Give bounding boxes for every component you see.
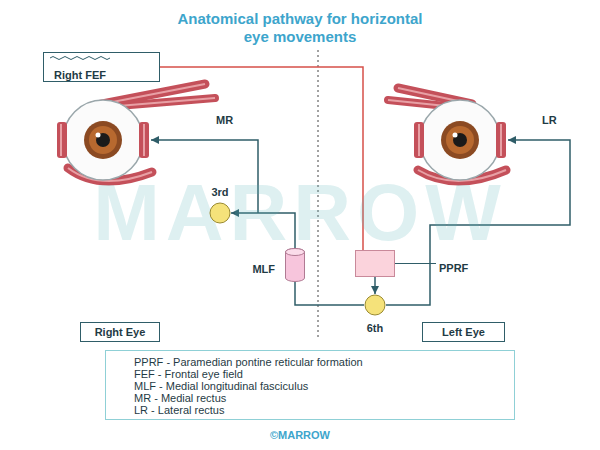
right-eye <box>57 84 215 181</box>
legend-row: MLF - Medial longitudinal fasciculus <box>134 379 506 391</box>
pprf-box: PPRF <box>355 250 395 277</box>
cylinder-outline <box>285 248 305 282</box>
nucleus-shape <box>210 203 230 223</box>
legend-row: LR - Lateral rectus <box>134 403 506 415</box>
watermark: MARROW <box>93 168 507 257</box>
muscle-label: MR <box>216 114 233 126</box>
muscle-label-holder: LR <box>542 110 557 128</box>
legend-row: MR - Medial rectus <box>134 391 506 403</box>
muscle-label-holder: MR <box>216 110 233 128</box>
nucleus-circle: 3rd <box>209 202 231 224</box>
cortex-wave <box>50 57 110 60</box>
muscle-label: LR <box>542 114 557 126</box>
legend-text: MLF - Medial longitudinal fasciculus <box>134 380 308 392</box>
legend-text: PPRF - Paramedian pontine reticular form… <box>134 356 363 368</box>
connector <box>374 277 376 294</box>
node-heading-holder: MLF <box>252 259 275 277</box>
diagram-title: Anatomical pathway for horizontal eye mo… <box>177 10 422 45</box>
legend-text: FEF - Frontal eye field <box>134 368 243 380</box>
node-text: Right FEF <box>54 69 106 82</box>
leader-line <box>395 263 436 264</box>
nucleus-outline <box>209 202 231 224</box>
legend-text: MR - Medial rectus <box>134 392 226 404</box>
watermark-holder: MARROW <box>20 168 580 258</box>
legend-row: FEF - Frontal eye field <box>134 367 506 379</box>
legend-row: PPRF - Paramedian pontine reticular form… <box>134 355 506 367</box>
copyright-label-holder: ©MARROW <box>200 425 400 443</box>
left-eye <box>388 88 506 181</box>
tract-cylinder: MLF <box>285 248 305 282</box>
copyright-label: ©MARROW <box>270 429 330 441</box>
node-text: Right Eye <box>95 326 146 339</box>
cylinder-body <box>286 249 305 282</box>
cortex-box: Right FEF <box>43 52 160 82</box>
node-heading: 6th <box>367 322 384 334</box>
node-heading: 3rd <box>211 186 228 198</box>
eye-label-box: Left Eye <box>422 322 505 342</box>
connector <box>295 282 364 305</box>
diagram-title-holder: Anatomical pathway for horizontal eye mo… <box>165 10 435 46</box>
nucleus-shape <box>365 295 385 315</box>
eye-label-box: Right Eye <box>80 322 160 342</box>
node-heading-holder: PPRF <box>439 258 468 276</box>
node-heading: PPRF <box>439 262 468 274</box>
node-text: Left Eye <box>442 326 485 339</box>
legend-text: LR - Lateral rectus <box>134 404 224 416</box>
nucleus-circle: 6th <box>364 294 386 316</box>
node-heading-holder: 3rd <box>189 182 251 200</box>
cylinder-top <box>286 249 305 256</box>
nucleus-outline <box>364 294 386 316</box>
node-heading: MLF <box>252 263 275 275</box>
node-heading-holder: 6th <box>344 318 406 336</box>
legend-box: PPRF - Paramedian pontine reticular form… <box>105 350 515 420</box>
